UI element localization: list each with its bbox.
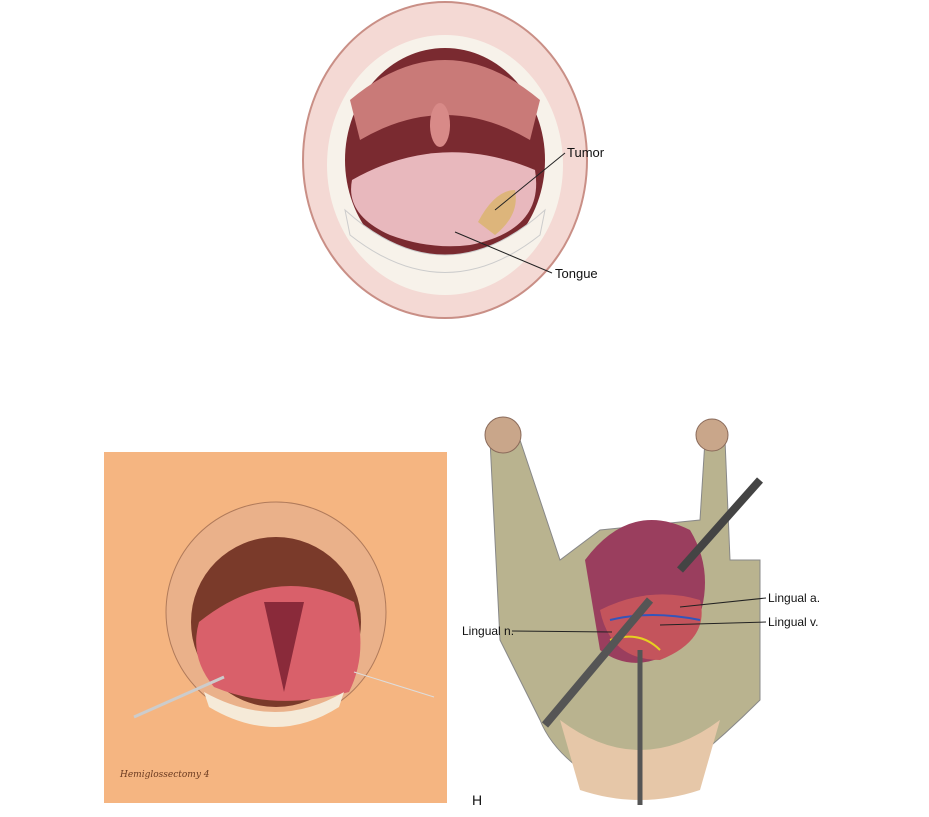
tongue-label: Tongue [555, 266, 598, 281]
surgical-dissection-illustration [484, 416, 767, 805]
tumor-label: Tumor [567, 145, 605, 160]
lingual-nerve-label: Lingual n. [462, 624, 515, 638]
illustration-caption: Hemiglossectomy 4 [120, 770, 210, 780]
lingual-vein-label: Lingual v. [768, 615, 819, 629]
hemiglossectomy-illustration [133, 501, 435, 727]
panel-letter: H [472, 792, 483, 808]
lingual-artery-label: Lingual a. [768, 591, 821, 605]
hemiglossectomy-panel: Hemiglossectomy 4 [104, 452, 447, 803]
